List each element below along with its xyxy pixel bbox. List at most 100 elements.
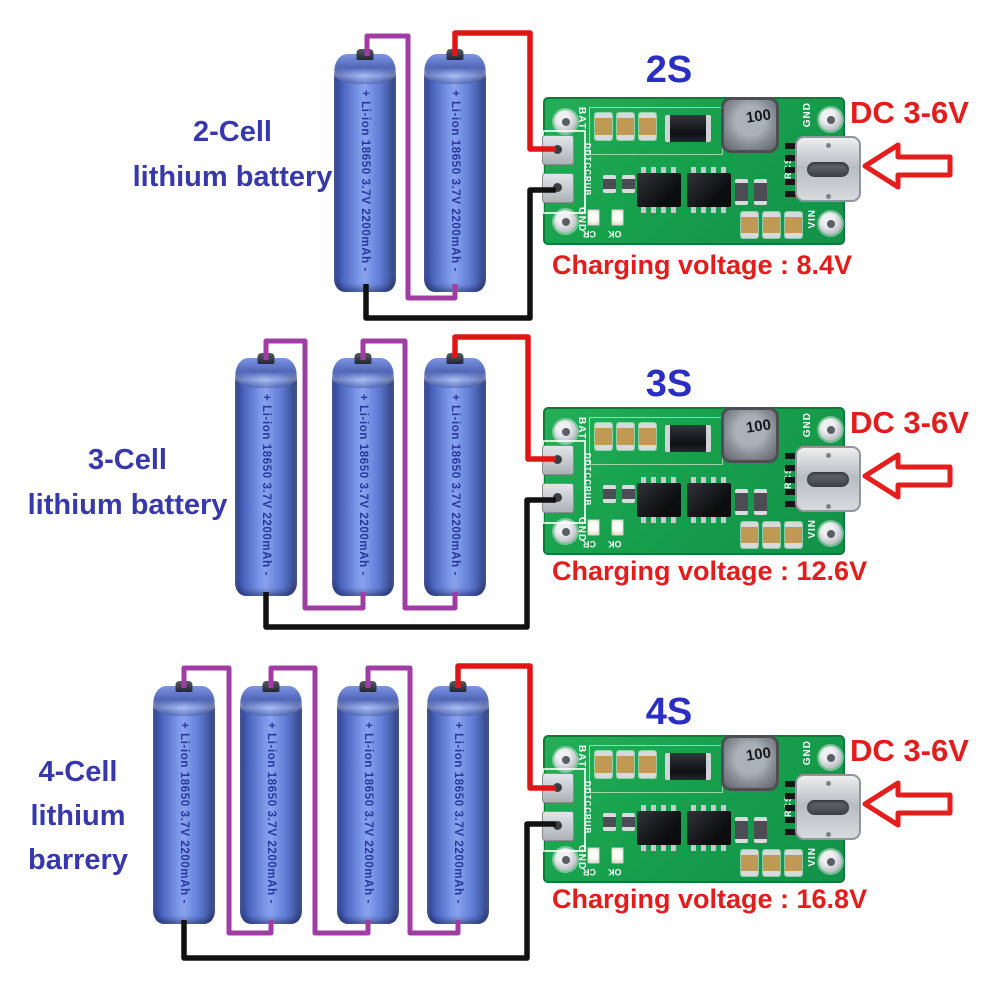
battery-label: + Li-ion 18650 3.7V 2200mAh - [451,722,464,904]
charging-voltage-label: Charging voltage : 16.8V [552,884,868,914]
negative-wire [263,497,556,630]
usb-pins [785,453,796,513]
battery: + Li-ion 18650 3.7V 2200mAh - [427,681,489,924]
resistor [603,485,616,503]
ic-chip [687,477,731,523]
capacitor [763,850,780,876]
pad-outline [542,130,586,214]
mounting-hole [554,110,577,133]
silkscreen-vin: VIN [807,209,818,229]
cell-count-line: barrery [28,844,128,876]
capacitor [617,423,634,450]
usb-c-port [795,446,861,512]
silkscreen-cr: CR [583,867,596,877]
battery-terminal [446,353,464,364]
resistor [754,489,767,515]
silkscreen-cr: CR [583,539,596,549]
mounting-hole [819,522,842,545]
bat-plus-pad [542,773,574,803]
cell-count-line: lithium battery [27,489,228,521]
led-indicator [611,519,624,536]
resistor [735,489,748,515]
input-arrow-icon [862,452,953,500]
led-indicator [587,519,600,536]
capacitor [741,212,758,238]
resistor [622,813,635,831]
battery-terminal [359,681,377,692]
resistor [735,817,748,843]
silkscreen-code: DDTCCRUB [583,781,592,835]
mounting-hole [819,108,842,131]
charger-board-3s: BAT DDTCCRUB GND GND RCS VIN 100 CR OK [542,407,861,555]
usb-c-port [795,136,861,202]
mounting-hole [554,520,577,543]
resistor [754,817,767,843]
led-indicator [611,847,624,864]
silkscreen-code: DDTCCRUB [583,453,592,507]
inductor-marking: 100 [745,415,773,437]
battery-terminal [262,681,280,692]
input-arrow-icon [862,780,953,828]
usb-pins [785,781,796,841]
capacitor [763,212,780,238]
bat-plus-pad [542,135,574,165]
bat-minus-pad [542,811,574,841]
silkscreen-vin: VIN [807,847,818,867]
ic-chip [637,805,681,851]
battery: + Li-ion 18650 3.7V 2200mAh - [332,353,394,596]
silkscreen-gnd-right: GND [802,102,813,128]
cell-count-line: 4-Cell [38,756,118,788]
battery-label: + Li-ion 18650 3.7V 2200mAh - [259,394,272,576]
resistor [622,175,635,193]
ic-chip [687,167,731,213]
silkscreen-gnd: GND [576,517,587,543]
charger-board-2s: BAT DDTCCRUB GND GND RCS VIN 100 CR OK [542,97,861,245]
battery: + Li-ion 18650 3.7V 2200mAh - [424,353,486,596]
cell-count-line: lithium [30,800,126,832]
bat-minus-pad [542,173,574,203]
board-title: 2S [645,49,693,91]
battery-label: + Li-ion 18650 3.7V 2200mAh - [448,90,461,272]
charger-board-4s: BAT DDTCCRUB GND GND RCS VIN 100 CR OK [542,735,861,883]
mounting-hole [554,420,577,443]
battery-label: + Li-ion 18650 3.7V 2200mAh - [358,90,371,272]
dc-input-label: DC 3-6V [850,733,969,768]
capacitor [617,113,634,140]
battery-label: + Li-ion 18650 3.7V 2200mAh - [448,394,461,576]
usb-c-port [795,774,861,840]
mounting-hole [819,746,842,769]
capacitor [595,751,612,778]
silkscreen-code: DDTCCRUB [583,143,592,197]
capacitor [785,212,802,238]
battery: + Li-ion 18650 3.7V 2200mAh - [153,681,215,924]
battery: + Li-ion 18650 3.7V 2200mAh - [424,49,486,292]
resistor [735,179,748,205]
battery: + Li-ion 18650 3.7V 2200mAh - [235,353,297,596]
led-indicator [587,209,600,226]
diode [665,425,711,452]
capacitor [639,423,656,450]
cell-count-line: lithium battery [132,161,333,193]
charging-voltage-label: Charging voltage : 12.6V [552,556,868,586]
bat-plus-pad [542,445,574,475]
silkscreen-cr: CR [583,229,596,239]
capacitor [785,522,802,548]
capacitor [785,850,802,876]
battery-terminal [175,681,193,692]
cell-count-label: 4-Cell lithium barrery [18,750,138,882]
silkscreen-bat: BAT [576,107,587,130]
mounting-hole [554,848,577,871]
usb-pins [785,143,796,203]
battery-terminal [449,681,467,692]
silkscreen-ok: OK [608,539,622,549]
battery-label: + Li-ion 18650 3.7V 2200mAh - [264,722,277,904]
silkscreen-ok: OK [608,867,622,877]
battery-terminal [446,49,464,60]
pad-outline [542,768,586,852]
capacitor [741,850,758,876]
silkscreen-ok: OK [608,229,622,239]
battery-label: + Li-ion 18650 3.7V 2200mAh - [361,722,374,904]
cell-count-label: 3-Cell lithium battery [15,438,240,528]
ic-chip [687,805,731,851]
